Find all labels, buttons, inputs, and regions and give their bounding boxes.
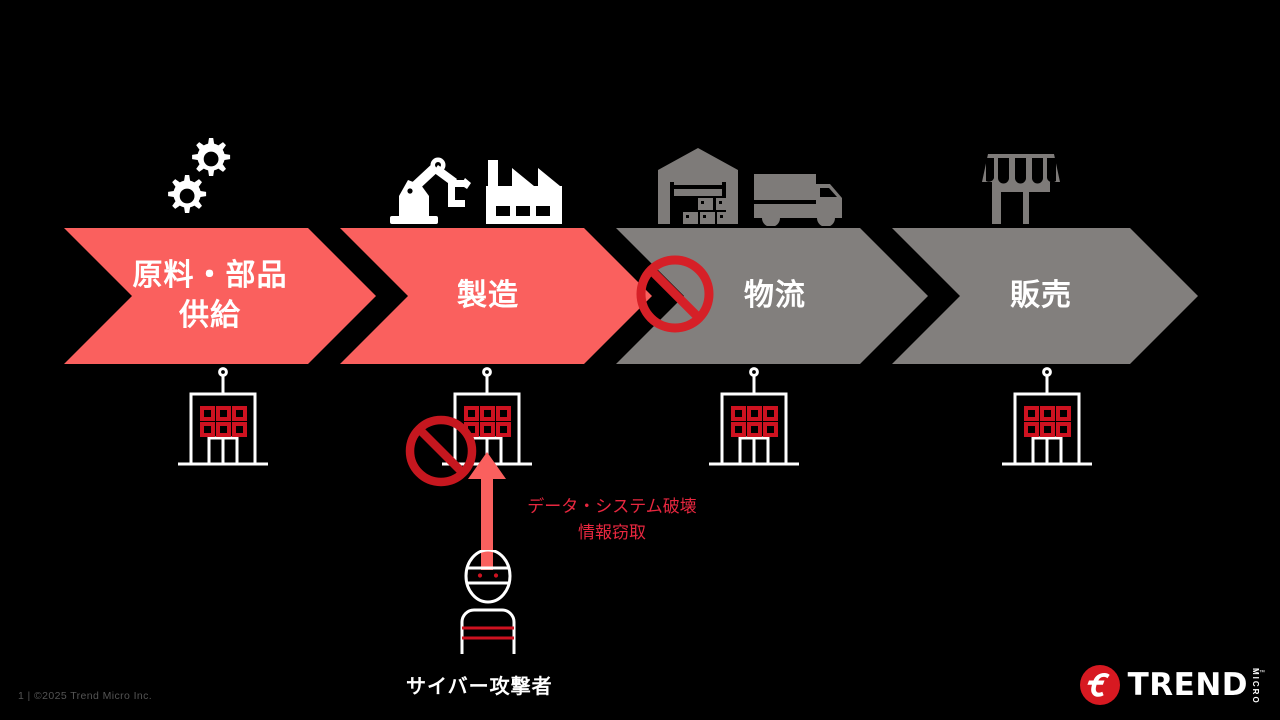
factory-building-icon — [176, 366, 270, 475]
no-entry-sign-manufacturing-site — [403, 413, 479, 494]
trend-micro-mark-icon — [1079, 664, 1121, 706]
trend-micro-submark: MICRO — [1251, 667, 1260, 705]
robot-arm-factory-icon — [386, 146, 562, 231]
chevron-stage-supply[interactable]: 原料・部品 供給 — [64, 228, 376, 364]
attack-arrow — [466, 452, 508, 575]
attack-impact-line1: データ・システム破壊 — [527, 497, 697, 517]
chevron-stage-manufacturing[interactable]: 製造 — [340, 228, 652, 364]
cyber-attacker-label: サイバー攻撃者 — [406, 674, 553, 698]
trend-micro-logo: TREND MICRO ™ — [1079, 662, 1266, 708]
attack-impact-line2: 情報窃取 — [578, 523, 646, 544]
warehouse-truck-icon — [656, 146, 846, 231]
trend-micro-wordmark: TREND — [1127, 666, 1248, 703]
cyber-attacker-icon — [452, 548, 524, 659]
storefront-icon — [982, 146, 1060, 231]
trademark-symbol: ™ — [1259, 670, 1265, 676]
factory-building-icon — [1000, 366, 1094, 475]
attack-impact-text: データ・システム破壊 情報窃取 — [505, 494, 719, 547]
copyright-note: 1 | ©2025 Trend Micro Inc. — [18, 690, 153, 702]
no-entry-sign-logistics — [633, 252, 717, 341]
factory-building-icon — [707, 366, 801, 475]
chevron-stage-retail[interactable]: 販売 — [892, 228, 1198, 364]
gears-icon — [168, 136, 244, 225]
